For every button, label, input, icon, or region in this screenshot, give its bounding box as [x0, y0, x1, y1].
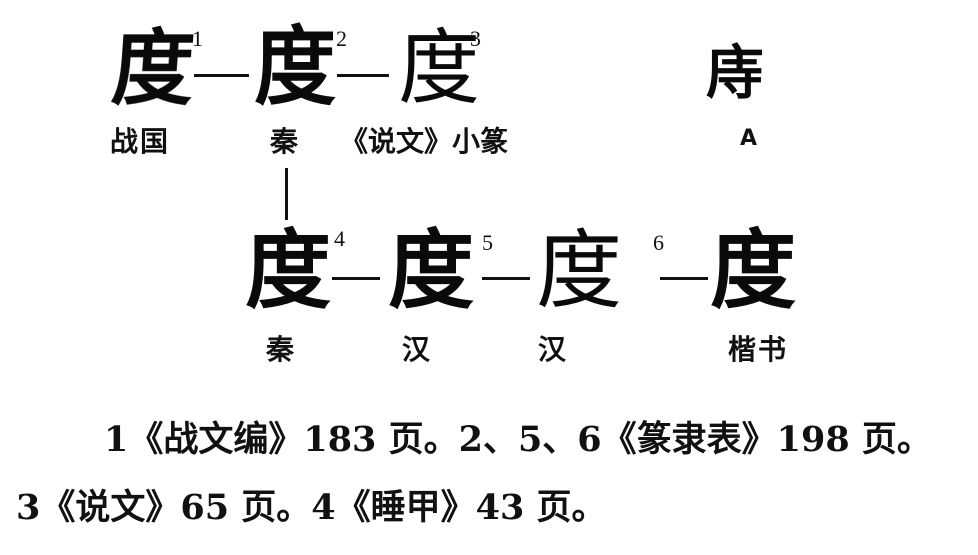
glyph-shuowen-seal: 度: [398, 21, 481, 116]
label-han-1: 汉: [402, 333, 433, 366]
footnote-marker-6: 6: [653, 230, 664, 255]
glyph-han-1: 度: [388, 220, 474, 321]
connector-dash: [332, 277, 380, 280]
footnote-marker-2: 2: [336, 26, 347, 51]
footnote-marker-5: 5: [482, 230, 493, 255]
glyph-han-2: 度: [536, 221, 622, 321]
glyph-regular-script: 度: [710, 220, 796, 321]
connector-dash: [482, 277, 530, 280]
glyph-variant-a: 庤: [706, 39, 765, 107]
footnote-marker-1: 1: [192, 26, 203, 51]
source-note-line-1: 1《战文编》183 页。2、5、6《篆隶表》198 页。: [104, 419, 932, 460]
label-warring-states: 战国: [110, 125, 171, 158]
footnote-marker-4: 4: [334, 226, 345, 251]
label-variant-a: A: [740, 126, 758, 151]
connector-dash: [660, 277, 708, 280]
connector-vertical: [285, 168, 288, 220]
label-han-2: 汉: [538, 333, 569, 366]
glyph-warring-states: 度: [108, 21, 198, 117]
glyph-qin-bottom: 度: [245, 220, 331, 321]
label-qin-bottom: 秦: [266, 333, 297, 366]
label-regular-script: 楷书: [728, 333, 789, 366]
glyph-qin-top: 度: [254, 16, 337, 118]
footnote-marker-3: 3: [470, 26, 481, 51]
source-note-line-2: 3《说文》65 页。4《睡甲》43 页。: [16, 487, 607, 528]
label-qin-top: 秦: [270, 125, 301, 158]
connector-dash: [194, 74, 249, 77]
connector-dash: [337, 74, 389, 77]
label-shuowen-small-seal: 《说文》小篆: [340, 125, 509, 158]
